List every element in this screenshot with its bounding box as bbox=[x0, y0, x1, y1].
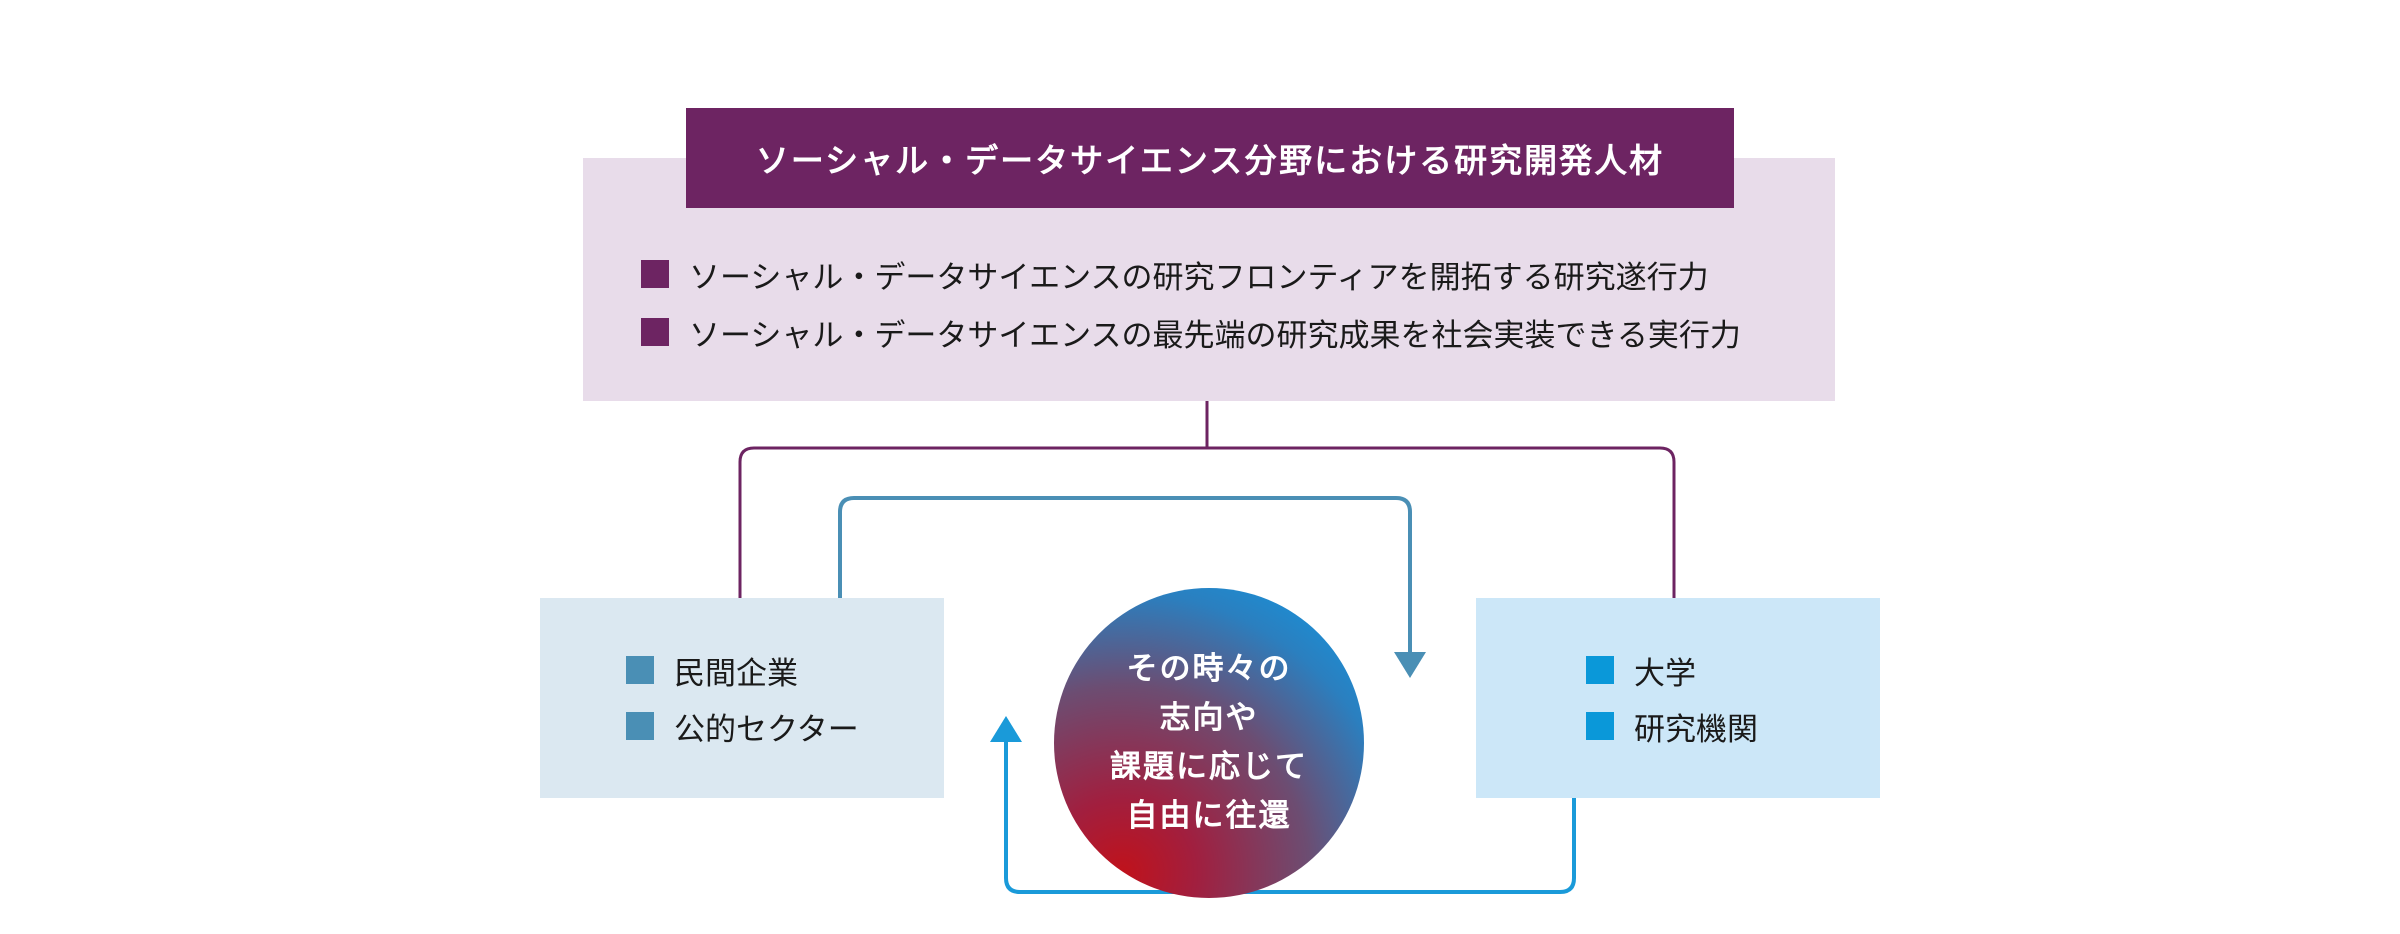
right-box-item: 研究機関 bbox=[1586, 706, 1758, 748]
square-bullet-icon bbox=[1586, 656, 1614, 684]
right-box-item: 大学 bbox=[1586, 650, 1696, 692]
center-text-line: 自由に往還 bbox=[1126, 798, 1292, 834]
top-bullet-text: ソーシャル・データサイエンスの最先端の研究成果を社会実装できる実行力 bbox=[689, 317, 1741, 354]
left-box-item: 公的セクター bbox=[626, 706, 859, 748]
purple-connector bbox=[738, 401, 1676, 598]
square-bullet-icon bbox=[641, 318, 669, 346]
arrowhead-down-icon bbox=[1394, 652, 1426, 678]
right-box: 大学 研究機関 bbox=[1476, 598, 1880, 798]
loop-arrow-top bbox=[838, 496, 1412, 652]
square-bullet-icon bbox=[626, 656, 654, 684]
left-box: 民間企業 公的セクター bbox=[540, 598, 944, 798]
square-bullet-icon bbox=[626, 712, 654, 740]
top-bullet-text: ソーシャル・データサイエンスの研究フロンティアを開拓する研究遂行力 bbox=[689, 259, 1709, 296]
center-text-line: 志向や bbox=[1159, 700, 1259, 736]
center-text-line: その時々の bbox=[1126, 651, 1292, 687]
left-box-item: 民間企業 bbox=[626, 650, 798, 692]
square-bullet-icon bbox=[1586, 712, 1614, 740]
square-bullet-icon bbox=[641, 260, 669, 288]
right-box-item-label: 大学 bbox=[1634, 655, 1696, 692]
top-bullet-item: ソーシャル・データサイエンスの研究フロンティアを開拓する研究遂行力 bbox=[641, 254, 1709, 296]
center-text-line: 課題に応じて bbox=[1110, 749, 1308, 785]
arrowhead-up-icon bbox=[990, 716, 1022, 742]
left-box-item-label: 公的セクター bbox=[674, 711, 859, 748]
left-box-item-label: 民間企業 bbox=[674, 655, 798, 692]
top-title: ソーシャル・データサイエンス分野における研究開発人材 bbox=[686, 108, 1734, 208]
right-box-item-label: 研究機関 bbox=[1634, 711, 1758, 748]
center-circle: その時々の 志向や 課題に応じて 自由に往還 bbox=[1054, 588, 1364, 898]
center-text: その時々の 志向や 課題に応じて 自由に往還 bbox=[1110, 645, 1308, 841]
loop-arrow-bottom bbox=[1004, 740, 1576, 894]
top-bullet-item: ソーシャル・データサイエンスの最先端の研究成果を社会実装できる実行力 bbox=[641, 312, 1741, 354]
